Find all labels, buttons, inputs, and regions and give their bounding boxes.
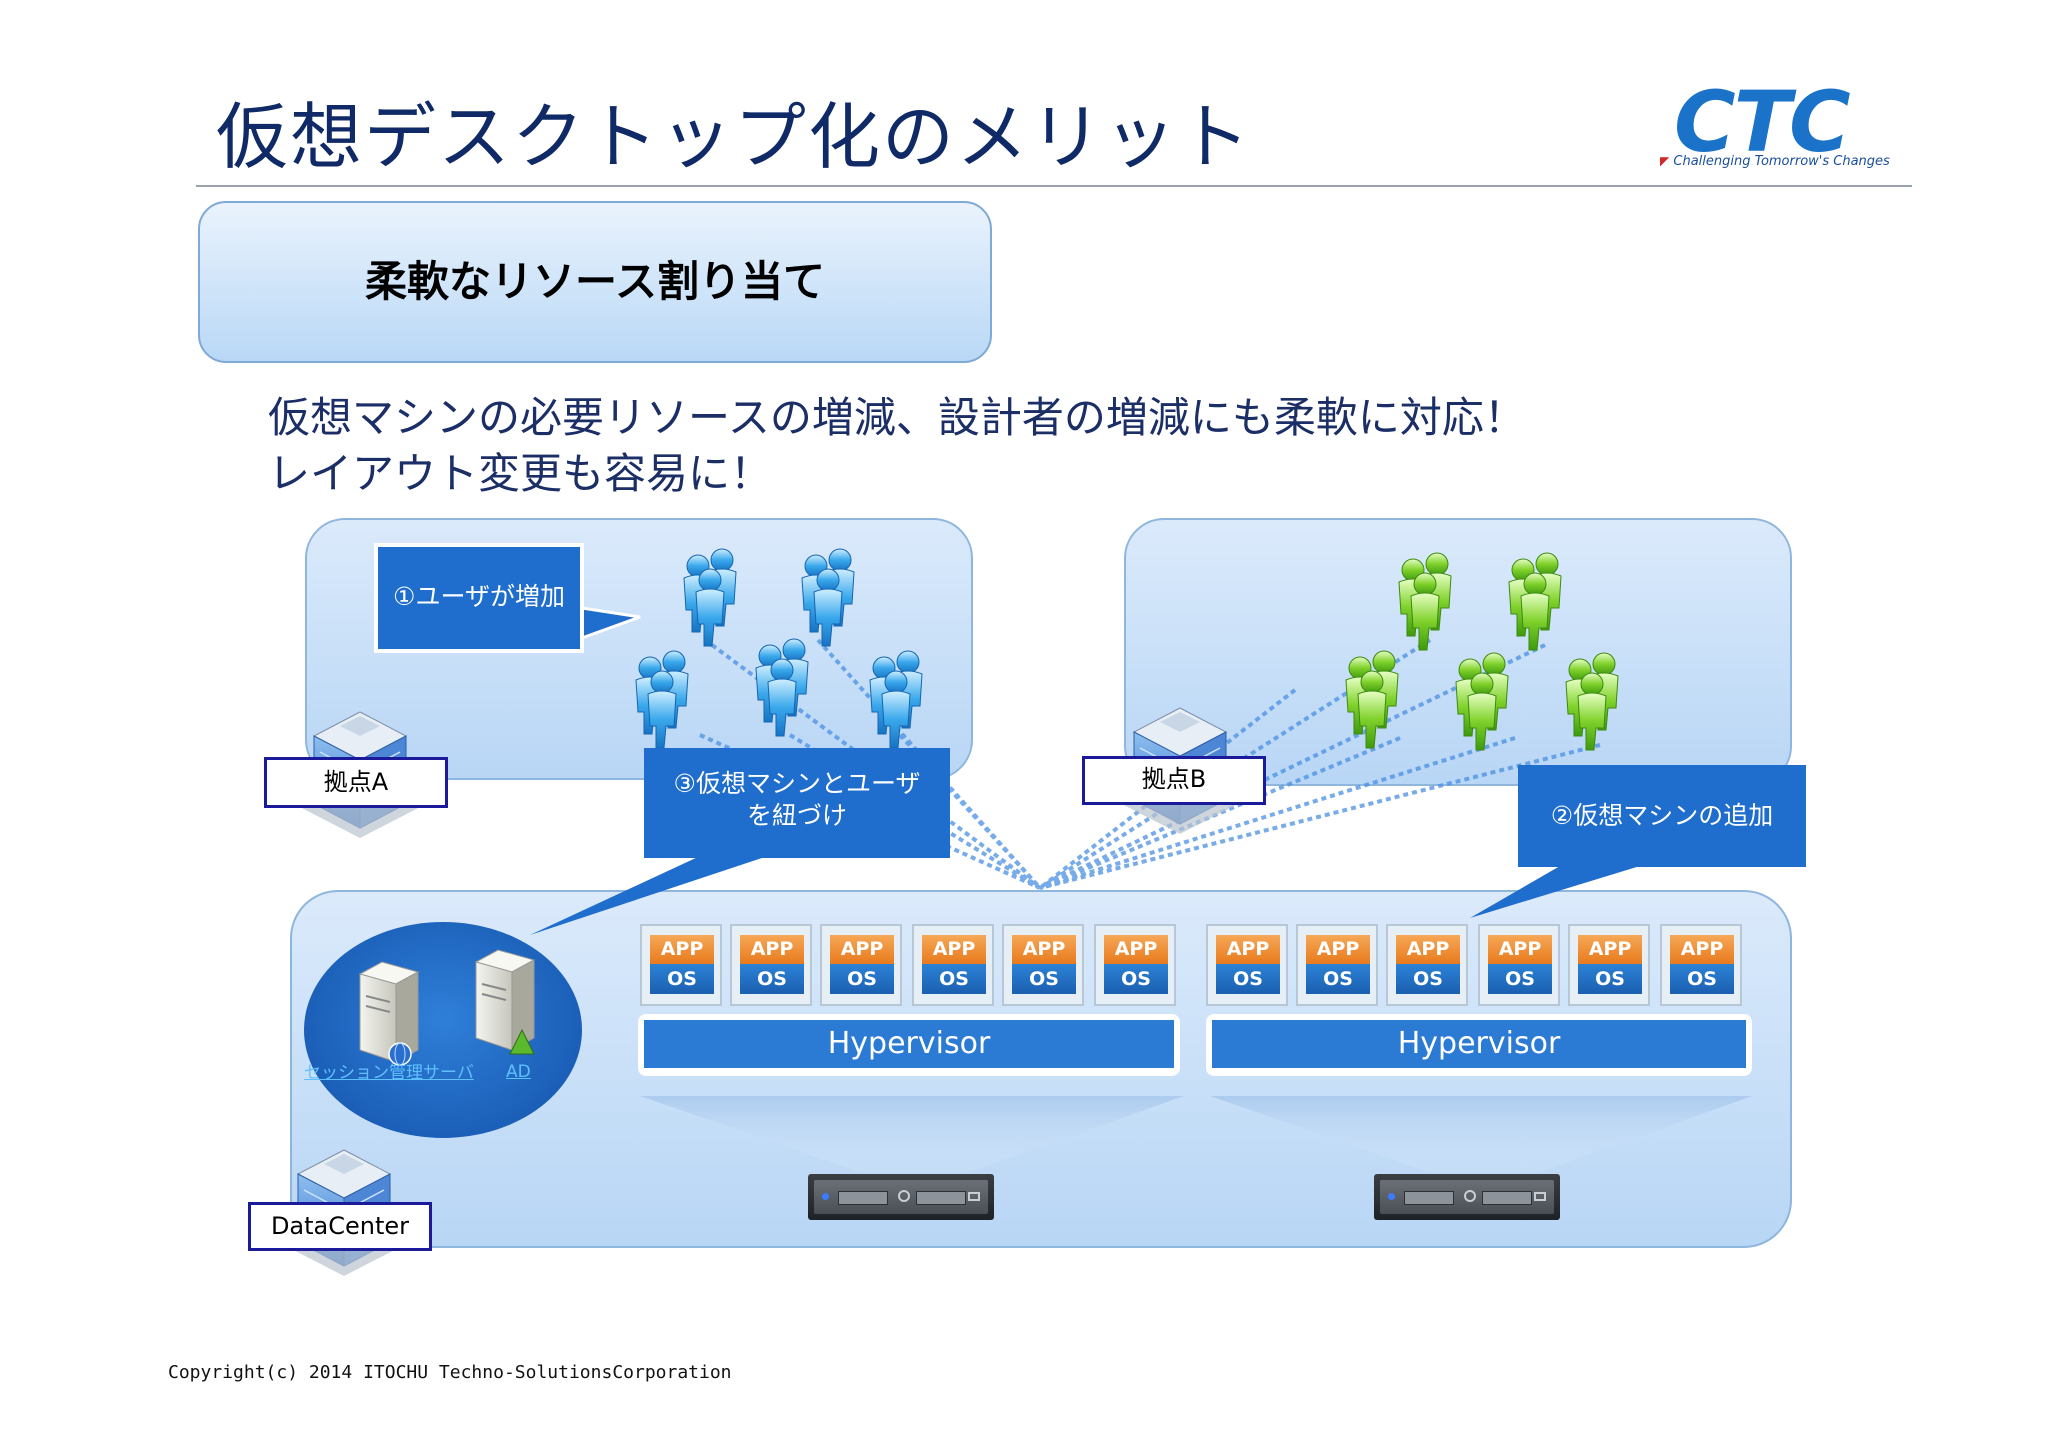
copyright-text: Copyright(c) 2014 ITOCHU Techno-Solution… — [168, 1362, 732, 1383]
ctc-logo: CTC ◤ Challenging Tomorrow's Changes — [1640, 80, 1910, 180]
vm-os-layer: OS — [1012, 964, 1076, 994]
vm-app-layer: APP — [922, 935, 986, 964]
vm-os-layer: OS — [1396, 964, 1460, 994]
callout-3-tail — [530, 856, 768, 935]
hypervisor-bar: Hypervisor — [1212, 1020, 1746, 1068]
vm-os-layer: OS — [650, 964, 714, 994]
vm-app-layer: APP — [740, 935, 804, 964]
session-server-label[interactable]: セッション管理サーバ — [304, 1063, 474, 1083]
vm-os-layer: OS — [830, 964, 894, 994]
callout-1-tail — [580, 606, 641, 641]
vm-app-layer: APP — [830, 935, 894, 964]
user-group-a4 — [756, 639, 808, 736]
session-server-icon — [358, 961, 420, 1066]
management-servers-group: セッション管理サーバ AD — [304, 922, 582, 1138]
datacenter-label: DataCenter — [248, 1202, 432, 1251]
vm-os-layer: OS — [1670, 964, 1734, 994]
physical-server-icon — [808, 1174, 994, 1220]
vm-app-layer: APP — [650, 935, 714, 964]
vm-app-layer: APP — [1306, 935, 1370, 964]
hypervisor-shadow-left — [640, 1096, 1184, 1172]
callout-2-tail — [1470, 866, 1640, 918]
description-line-2: レイアウト変更も容易に！ — [268, 449, 773, 498]
logo-arrow-icon: ◤ — [1660, 154, 1670, 168]
vm-app-layer: APP — [1104, 935, 1168, 964]
callout-link-vm-user: ③仮想マシンとユーザ を紐づけ — [644, 748, 950, 858]
vm-app-layer: APP — [1670, 935, 1734, 964]
feature-heading-box — [198, 201, 992, 363]
user-group-b3 — [1346, 651, 1398, 748]
callout-add-users: ①ユーザが増加 — [374, 543, 584, 653]
vm-os-layer: OS — [922, 964, 986, 994]
title-divider — [196, 185, 1912, 187]
logo-tagline-text: Challenging Tomorrow's Changes — [1673, 154, 1890, 169]
vm-os-layer: OS — [1488, 964, 1552, 994]
vm-os-layer: OS — [1578, 964, 1642, 994]
hypervisor-bar: Hypervisor — [644, 1020, 1174, 1068]
vm-app-layer: APP — [1012, 935, 1076, 964]
user-group-b4 — [1456, 653, 1508, 750]
callout-link-line-2: を紐づけ — [746, 801, 847, 830]
user-group-b2 — [1509, 553, 1561, 650]
vm-app-layer: APP — [1488, 935, 1552, 964]
logo-text: CTC — [1674, 73, 1851, 171]
callout-add-vms: ②仮想マシンの追加 — [1518, 765, 1806, 867]
user-group-a1 — [684, 549, 736, 646]
vm-os-layer: OS — [1104, 964, 1168, 994]
vm-os-layer: OS — [1306, 964, 1370, 994]
site-b-label: 拠点B — [1082, 756, 1266, 805]
callout-link-line-1: ③仮想マシンとユーザ — [673, 769, 921, 798]
hypervisor-shadow-right — [1210, 1096, 1752, 1172]
vm-os-layer: OS — [1216, 964, 1280, 994]
physical-server-icon — [1374, 1174, 1560, 1220]
vm-app-layer: APP — [1396, 935, 1460, 964]
vm-app-layer: APP — [1216, 935, 1280, 964]
logo-tagline: ◤ Challenging Tomorrow's Changes — [1660, 154, 1890, 169]
vm-os-layer: OS — [740, 964, 804, 994]
ad-server-icon — [474, 949, 536, 1055]
user-group-a5 — [870, 651, 922, 748]
page-title: 仮想デスクトップ化のメリット — [216, 95, 1253, 179]
site-b-panel — [1124, 518, 1792, 786]
feature-title: 柔軟なリソース割り当て — [365, 257, 825, 306]
user-group-b5 — [1566, 653, 1618, 750]
description-line-1: 仮想マシンの必要リソースの増減、設計者の増減にも柔軟に対応！ — [268, 393, 1526, 442]
user-group-b1 — [1399, 553, 1451, 650]
site-a-label: 拠点A — [264, 757, 448, 808]
user-group-a3 — [636, 651, 688, 748]
user-group-a2 — [802, 549, 854, 646]
ad-server-label[interactable]: AD — [506, 1062, 531, 1082]
vm-app-layer: APP — [1578, 935, 1642, 964]
